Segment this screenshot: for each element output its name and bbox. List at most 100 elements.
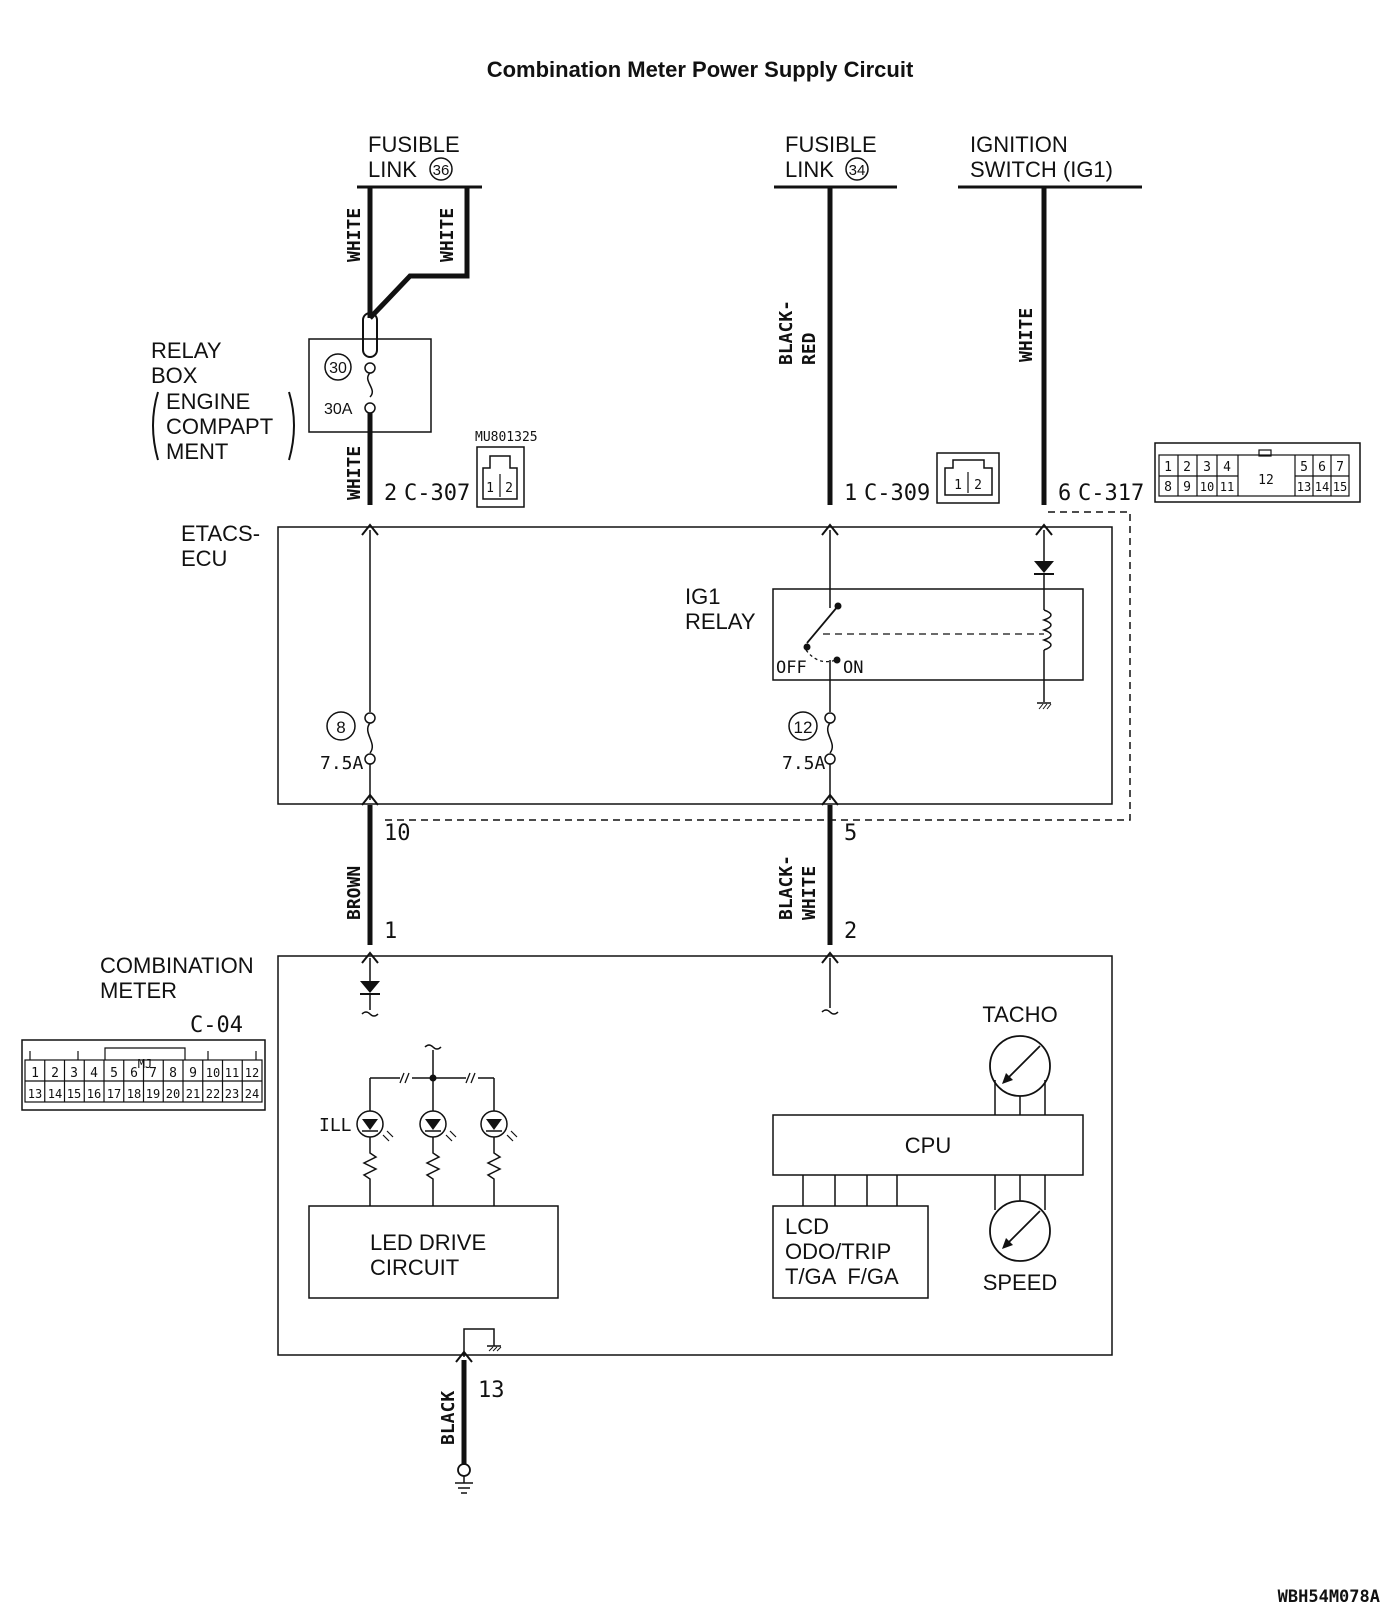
connector-c309-face: 1 2: [936, 452, 1000, 504]
svg-text:20: 20: [166, 1087, 180, 1101]
svg-text:2: 2: [1183, 460, 1191, 475]
combination-meter-block: COMBINATION METER ILL: [100, 952, 1113, 1363]
svg-text:5: 5: [1300, 460, 1308, 475]
wire-brown: BROWN: [344, 805, 373, 945]
svg-text:BLACK: BLACK: [438, 1391, 459, 1445]
svg-text:19: 19: [146, 1087, 160, 1101]
svg-text:10: 10: [1200, 480, 1214, 494]
svg-text:22: 22: [206, 1087, 220, 1101]
svg-text:13: 13: [28, 1087, 42, 1101]
svg-text:8: 8: [169, 1066, 177, 1081]
svg-text:2: 2: [974, 478, 982, 493]
etacs-pin-5: 5: [844, 821, 857, 846]
svg-text:6: 6: [1318, 460, 1326, 475]
svg-text:12: 12: [245, 1066, 259, 1080]
svg-text:ENGINE: ENGINE: [166, 389, 250, 414]
svg-text:ODO/TRIP: ODO/TRIP: [785, 1239, 891, 1264]
svg-text:21: 21: [186, 1087, 200, 1101]
fusible-link-36: FUSIBLE LINK 36: [357, 132, 482, 189]
svg-text:BROWN: BROWN: [344, 866, 365, 920]
svg-text:FUSIBLE: FUSIBLE: [368, 132, 460, 157]
svg-text:13: 13: [1297, 480, 1311, 494]
connector-c317-label: 6 C-317: [1058, 481, 1144, 506]
svg-text:2: 2: [51, 1066, 59, 1081]
svg-text:SPEED: SPEED: [983, 1270, 1058, 1295]
relay-box: RELAY BOX ENGINE COMPAPT MENT 30 30A: [151, 312, 432, 464]
svg-text:MJ: MJ: [138, 1057, 152, 1071]
svg-text:ETACS-: ETACS-: [181, 521, 260, 546]
svg-text:FUSIBLE: FUSIBLE: [785, 132, 877, 157]
wire-black-ground: BLACK 13: [438, 1360, 505, 1494]
c04-pin-labels: 1 2 3 4 5 6 7 8 9 10 11 12 13 14 15 16 1…: [28, 1066, 259, 1101]
svg-text:13: 13: [478, 1378, 505, 1403]
svg-text:WHITE: WHITE: [344, 208, 365, 262]
svg-text:7.5A: 7.5A: [782, 753, 826, 774]
svg-text:BOX: BOX: [151, 363, 198, 388]
svg-text:MENT: MENT: [166, 439, 228, 464]
wire-black-white: BLACK- WHITE: [776, 805, 833, 945]
svg-text:30A: 30A: [324, 401, 353, 418]
svg-text:17: 17: [107, 1087, 121, 1101]
svg-text:11: 11: [225, 1066, 239, 1080]
svg-text:COMPAPT: COMPAPT: [166, 414, 273, 439]
svg-text:8: 8: [1164, 480, 1172, 495]
svg-text:14: 14: [1315, 480, 1329, 494]
svg-text:8: 8: [336, 718, 345, 737]
svg-text:ILL: ILL: [319, 1115, 352, 1136]
fusible-link-34: FUSIBLE LINK 34: [774, 132, 897, 189]
svg-text:IGNITION: IGNITION: [970, 132, 1068, 157]
svg-text:12: 12: [1258, 473, 1274, 488]
svg-text:1: 1: [486, 481, 494, 496]
svg-text:WHITE: WHITE: [344, 446, 365, 500]
svg-text:36: 36: [433, 162, 450, 179]
svg-text:5: 5: [110, 1066, 118, 1081]
svg-text:1: 1: [844, 481, 857, 506]
svg-text:3: 3: [1203, 460, 1211, 475]
connector-mu801325-face: MU801325 1 2: [475, 430, 538, 508]
wire-black-red: BLACK- RED: [776, 187, 833, 505]
wire-white-to-etacs: WHITE: [344, 413, 373, 505]
wire-fusible36-to-relay: WHITE WHITE: [344, 187, 470, 320]
svg-text:RED: RED: [799, 332, 820, 365]
svg-text:WHITE: WHITE: [799, 866, 820, 920]
wire-white-ig1: WHITE: [1016, 187, 1047, 505]
svg-text:9: 9: [1183, 480, 1191, 495]
connector-c317-face: 1 2 3 4 5 6 7 8 9 10 11 12 13 14 15: [1154, 442, 1361, 503]
svg-text:RELAY: RELAY: [685, 609, 756, 634]
svg-text:T/GA F/GA: T/GA F/GA: [785, 1264, 899, 1289]
svg-text:4: 4: [1223, 460, 1231, 475]
svg-text:10: 10: [206, 1066, 220, 1080]
svg-text:METER: METER: [100, 978, 177, 1003]
svg-text:C-04: C-04: [190, 1013, 243, 1038]
svg-text:LCD: LCD: [785, 1214, 829, 1239]
svg-text:11: 11: [1220, 480, 1234, 494]
svg-text:1: 1: [1164, 460, 1172, 475]
svg-text:15: 15: [1333, 480, 1347, 494]
svg-text:LED DRIVE: LED DRIVE: [370, 1230, 486, 1255]
svg-text:2: 2: [505, 481, 513, 496]
connector-c307-label: 2 C-307: [384, 481, 470, 506]
svg-text:WHITE: WHITE: [437, 208, 458, 262]
meter-pin-1: 1: [384, 919, 397, 944]
svg-text:23: 23: [225, 1087, 239, 1101]
svg-text:SWITCH (IG1): SWITCH (IG1): [970, 157, 1113, 182]
svg-text:OFF: OFF: [776, 658, 807, 678]
svg-text:IG1: IG1: [685, 584, 720, 609]
svg-text:C-309: C-309: [864, 481, 930, 506]
svg-text:7.5A: 7.5A: [320, 753, 364, 774]
ignition-switch-ig1: IGNITION SWITCH (IG1): [958, 132, 1142, 189]
svg-text:MU801325: MU801325: [475, 430, 538, 445]
svg-text:BLACK-: BLACK-: [776, 855, 797, 920]
svg-text:COMBINATION: COMBINATION: [100, 953, 254, 978]
svg-text:BLACK-: BLACK-: [776, 300, 797, 365]
svg-text:C-307: C-307: [404, 481, 470, 506]
svg-text:TACHO: TACHO: [982, 1002, 1057, 1027]
connector-c309-label: 1 C-309: [844, 481, 930, 506]
svg-text:30: 30: [329, 360, 347, 377]
svg-text:16: 16: [87, 1087, 101, 1101]
svg-text:CPU: CPU: [905, 1133, 951, 1158]
svg-text:RELAY: RELAY: [151, 338, 222, 363]
svg-text:6: 6: [1058, 481, 1071, 506]
diagram-title: Combination Meter Power Supply Circuit: [487, 57, 914, 82]
